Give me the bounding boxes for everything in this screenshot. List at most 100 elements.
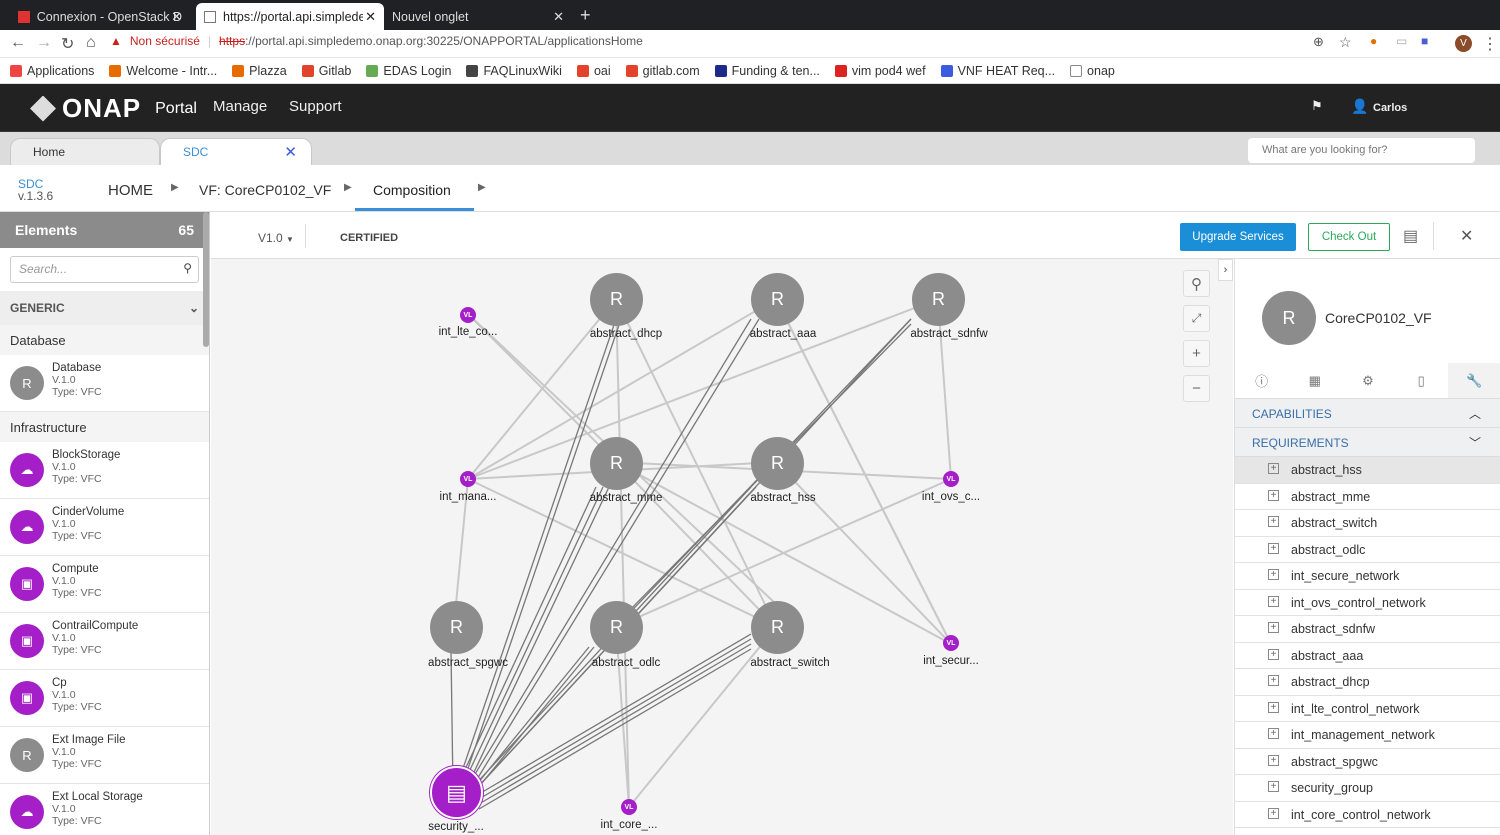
tab-sdc[interactable]: SDC✕ [160, 138, 312, 166]
fit-screen-icon[interactable]: ⤢ [1183, 305, 1210, 332]
bookmark[interactable]: VNF HEAT Req... [940, 64, 1055, 78]
gear-icon[interactable]: ⚙ [1362, 372, 1374, 388]
requirement-item[interactable]: +abstract_odlc [1235, 537, 1500, 563]
nav-support[interactable]: Support [289, 98, 342, 115]
palette-scrollbar[interactable] [203, 212, 209, 347]
requirements-section[interactable]: REQUIREMENTS﹀ [1235, 428, 1500, 457]
graph-vl-int-secur[interactable]: VL [943, 635, 959, 651]
requirement-item[interactable]: +int_core_control_network [1235, 802, 1500, 828]
bookmark[interactable]: Plazza [232, 64, 287, 78]
bookmark[interactable]: Gitlab [301, 64, 351, 78]
requirement-item[interactable]: +int_secure_network [1235, 563, 1500, 590]
menu-icon[interactable]: ⋮ [1482, 36, 1498, 53]
url-field[interactable]: ▲ Non sécurisé | https://portal.api.simp… [110, 34, 643, 48]
back-icon[interactable]: ← [10, 34, 26, 51]
wrench-icon[interactable]: 🔧 [1447, 363, 1500, 398]
expand-plus-icon[interactable]: + [1268, 463, 1279, 474]
requirement-item[interactable]: +abstract_mme [1235, 484, 1500, 510]
composition-canvas[interactable]: R R R R R R R R VL VL VL VL VL ▤ abstrac… [211, 259, 1233, 835]
graph-vl-int-ovs[interactable]: VL [943, 471, 959, 487]
sdc-logo[interactable]: SDC v.1.3.6 [18, 177, 54, 203]
browser-tab[interactable]: Connexion - OpenStack D ✕ [10, 3, 190, 30]
palette-search-input[interactable]: Search...⚲ [10, 256, 199, 283]
expand-plus-icon[interactable]: + [1268, 754, 1279, 766]
bookmark[interactable]: vim pod4 wef [834, 64, 926, 78]
bookmark[interactable]: Funding & ten... [714, 64, 820, 78]
print-icon[interactable]: ▤ [1403, 228, 1419, 245]
bookmark[interactable]: FAQLinuxWiki [466, 64, 562, 78]
graph-vl-int-lte[interactable]: VL [460, 307, 476, 323]
zoom-in-icon[interactable]: + [1183, 340, 1210, 367]
global-search-input[interactable]: What are you looking for? [1248, 138, 1475, 163]
requirement-item[interactable]: +abstract_sdnfw [1235, 616, 1500, 643]
close-icon[interactable]: ✕ [1460, 228, 1474, 245]
graph-node-abstract-mme[interactable]: R [590, 437, 643, 490]
nav-manage[interactable]: Manage [213, 98, 268, 115]
browser-tab[interactable]: Nouvel onglet ✕ [392, 8, 564, 24]
expand-plus-icon[interactable]: + [1268, 489, 1279, 501]
expand-plus-icon[interactable]: + [1268, 595, 1279, 607]
expand-plus-icon[interactable]: + [1268, 516, 1279, 527]
browser-tab-active[interactable]: https://portal.api.simpledemo.onap.org:3… [196, 3, 384, 30]
search-graph-icon[interactable]: ⚲ [1183, 270, 1210, 297]
expand-plus-icon[interactable]: + [1268, 622, 1279, 633]
expand-plus-icon[interactable]: + [1268, 542, 1279, 554]
graph-node-abstract-spgwc[interactable]: R [430, 601, 483, 654]
onap-logo[interactable]: ONAP Portal [30, 93, 197, 124]
bookmark[interactable]: onap [1070, 64, 1115, 78]
expand-plus-icon[interactable]: + [1268, 728, 1279, 739]
bookmark[interactable]: Welcome - Intr... [109, 64, 217, 78]
bookmark[interactable]: EDAS Login [366, 64, 451, 78]
graph-node-abstract-odlc[interactable]: R [590, 601, 643, 654]
version-dropdown[interactable]: V1.0 ▼ [258, 231, 294, 245]
search-icon[interactable]: ⚲ [183, 261, 192, 275]
new-tab-icon[interactable]: + [580, 5, 591, 25]
bookmark[interactable]: oai [576, 64, 611, 78]
tab-home[interactable]: Home [10, 138, 160, 166]
graph-node-abstract-sdnfw[interactable]: R [912, 273, 965, 326]
close-tab-icon[interactable]: ✕ [284, 144, 297, 161]
expand-plus-icon[interactable]: + [1268, 807, 1279, 819]
artifacts-icon[interactable]: ▯ [1417, 372, 1425, 388]
check-out-button[interactable]: Check Out [1308, 223, 1390, 251]
reload-icon[interactable]: ↻ [61, 36, 75, 53]
bookmark[interactable]: gitlab.com [625, 64, 700, 78]
extension-icon[interactable]: ● [1370, 34, 1378, 48]
expand-plus-icon[interactable]: + [1268, 675, 1279, 686]
expand-plus-icon[interactable]: + [1268, 701, 1279, 713]
requirement-item[interactable]: +security_group [1235, 775, 1500, 802]
star-icon[interactable]: ☆ [1339, 34, 1352, 50]
info-icon[interactable]: ⓘ [1255, 374, 1269, 389]
forward-icon[interactable]: → [36, 34, 52, 51]
deployment-icon[interactable]: ▦ [1308, 372, 1321, 388]
collapse-panel-icon[interactable]: › [1218, 259, 1233, 281]
requirement-item[interactable]: +abstract_hss [1235, 457, 1500, 484]
capabilities-section[interactable]: CAPABILITIES︿ [1235, 399, 1500, 428]
graph-vl-int-core[interactable]: VL [621, 799, 637, 815]
breadcrumb-vf[interactable]: VF: CoreCP0102_VF [199, 182, 332, 198]
requirement-item[interactable]: +int_lte_control_network [1235, 696, 1500, 722]
graph-node-abstract-switch[interactable]: R [751, 601, 804, 654]
expand-plus-icon[interactable]: + [1268, 648, 1279, 660]
bookmark-applications[interactable]: Applications [10, 64, 94, 78]
expand-plus-icon[interactable]: + [1268, 781, 1279, 792]
graph-node-abstract-hss[interactable]: R [751, 437, 804, 490]
home-icon[interactable]: ⌂ [86, 34, 96, 51]
graph-vl-int-mana[interactable]: VL [460, 471, 476, 487]
requirement-item[interactable]: +abstract_dhcp [1235, 669, 1500, 696]
profile-avatar[interactable]: V [1455, 35, 1472, 52]
graph-node-abstract-aaa[interactable]: R [751, 273, 804, 326]
user-name[interactable]: Carlos [1373, 102, 1408, 114]
zoom-icon[interactable]: ⊕ [1313, 34, 1324, 49]
graph-node-abstract-dhcp[interactable]: R [590, 273, 643, 326]
expand-plus-icon[interactable]: + [1268, 569, 1279, 580]
palette-group-generic[interactable]: GENERIC⌄ [0, 291, 209, 325]
extension-icon[interactable]: ▭ [1396, 34, 1408, 48]
breadcrumb-composition[interactable]: Composition [373, 182, 451, 198]
